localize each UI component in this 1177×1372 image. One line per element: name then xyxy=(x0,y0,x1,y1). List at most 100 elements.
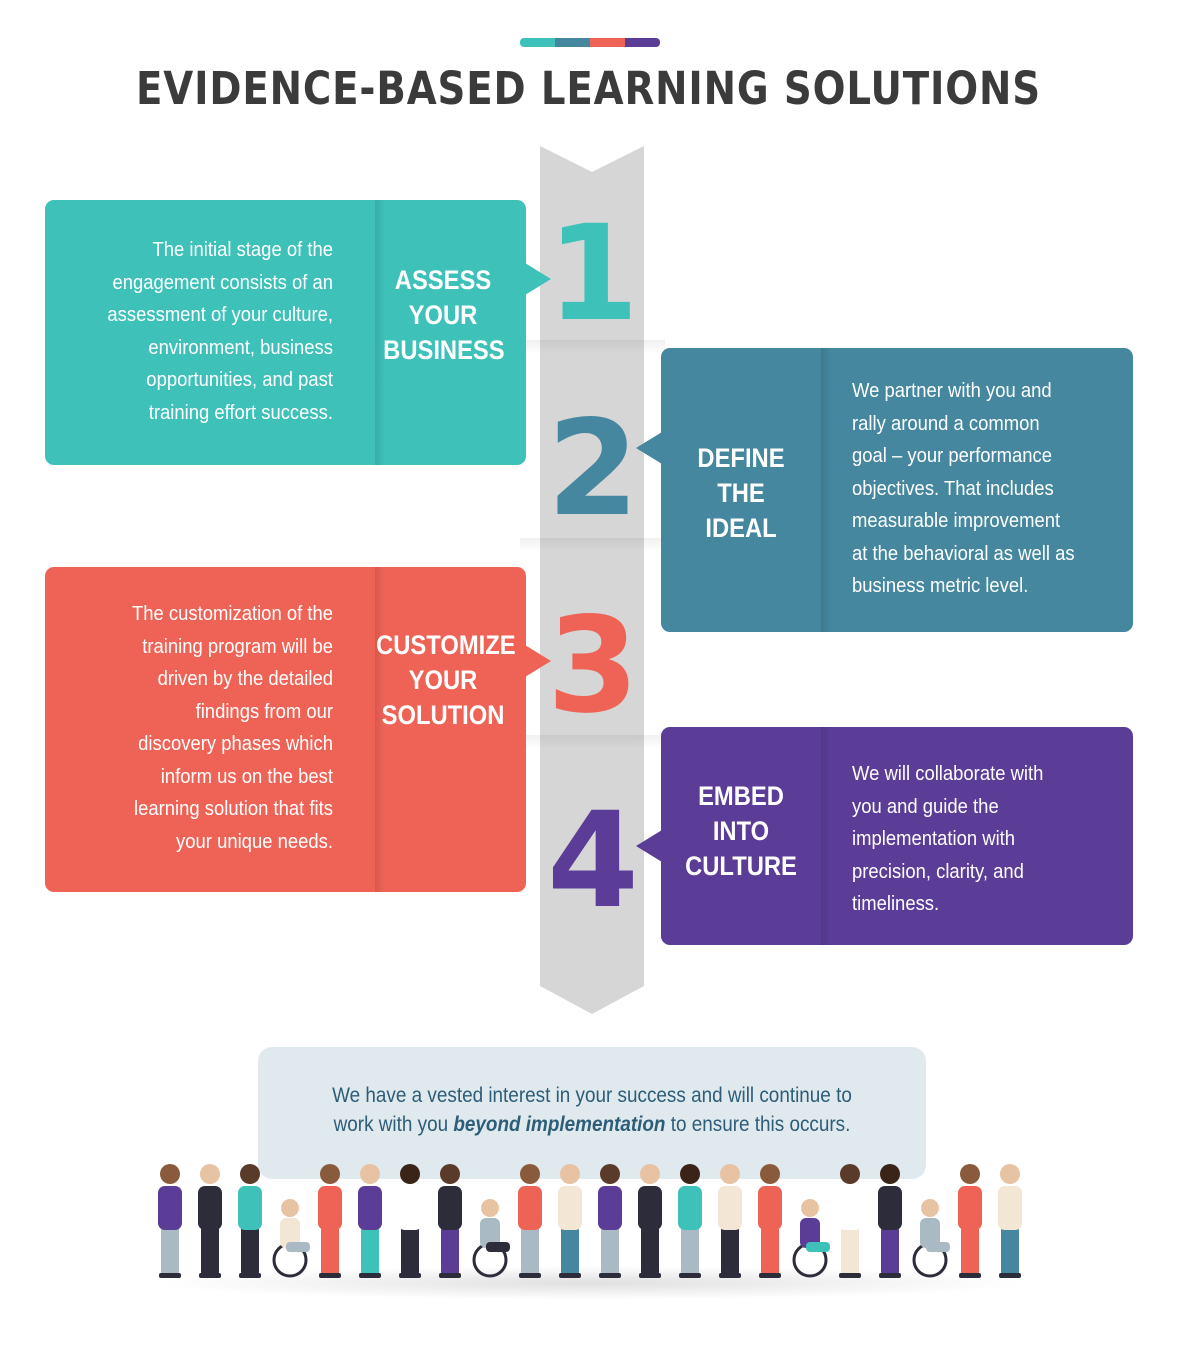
desc-line: goal – your performance xyxy=(852,444,1052,467)
crowd-person xyxy=(358,1164,382,1278)
desc-line: findings from our xyxy=(195,699,333,723)
step-3-pointer xyxy=(525,645,551,677)
step-1-label: ASSESS YOUR BUSINESS xyxy=(383,263,505,368)
label-line: DEFINE xyxy=(697,443,785,473)
desc-line: objectives. That includes xyxy=(852,476,1054,500)
footer-emphasis: beyond implementation xyxy=(453,1113,666,1136)
desc-line: inform us on the best xyxy=(160,764,333,788)
footer-line-2: work with you beyond implementation to e… xyxy=(291,1110,892,1139)
step-3-description: The customization of the training progra… xyxy=(63,598,333,858)
crowd-person xyxy=(472,1199,510,1278)
spine-shadow-1 xyxy=(520,340,665,354)
card-divider xyxy=(821,727,831,945)
desc-line: environment, business xyxy=(148,335,333,359)
page-title: EVIDENCE-BASED LEARNING SOLUTIONS xyxy=(135,62,1042,115)
step-1-pointer xyxy=(525,263,551,295)
desc-line: discovery phases which xyxy=(138,732,333,755)
crowd-person xyxy=(558,1164,582,1278)
crowd-person xyxy=(398,1164,422,1278)
desc-line: opportunities, and past xyxy=(146,368,333,391)
desc-line: implementation with xyxy=(852,827,1016,850)
step-2-label: DEFINE THE IDEAL xyxy=(679,441,802,546)
spine-shadow-2 xyxy=(520,538,665,552)
accent-segment-blue xyxy=(555,38,590,47)
label-line: ASSESS xyxy=(394,265,492,295)
desc-line: at the behavioral as well as xyxy=(852,541,1075,565)
label-line: BUSINESS xyxy=(383,335,505,365)
step-card-define: DEFINE THE IDEAL We partner with you and… xyxy=(661,348,1133,632)
desc-line: learning solution that fits xyxy=(134,797,333,820)
label-line: CULTURE xyxy=(685,851,797,881)
desc-line: We partner with you and xyxy=(852,379,1052,402)
accent-segment-teal xyxy=(520,38,555,47)
footer-line-2-start: work with you xyxy=(333,1113,454,1136)
crowd-person xyxy=(958,1164,982,1278)
desc-line: you and guide the xyxy=(852,794,999,818)
crowd-person xyxy=(878,1164,902,1278)
desc-line: measurable improvement xyxy=(852,509,1061,532)
crowd-person xyxy=(238,1164,262,1278)
crowd-person xyxy=(198,1164,222,1278)
diverse-people-crowd-icon xyxy=(158,1164,1022,1278)
step-4-pointer xyxy=(636,830,662,862)
step-card-assess: The initial stage of the engagement cons… xyxy=(45,200,526,465)
label-line: EMBED xyxy=(698,781,784,811)
label-line: THE IDEAL xyxy=(705,478,777,543)
label-line: SOLUTION xyxy=(381,700,505,730)
desc-line: business metric level. xyxy=(852,574,1029,597)
crowd-person xyxy=(838,1164,862,1278)
desc-line: driven by the detailed xyxy=(157,667,333,690)
crowd-person xyxy=(272,1199,310,1278)
accent-segment-purple xyxy=(625,38,660,47)
crowd-person xyxy=(912,1199,950,1278)
crowd-person xyxy=(598,1164,622,1278)
label-line: YOUR xyxy=(408,300,478,330)
step-2-description: We partner with you and rally around a c… xyxy=(852,375,1113,603)
crowd-person xyxy=(158,1164,182,1278)
step-4-description: We will collaborate with you and guide t… xyxy=(852,758,1113,921)
footer-message-box: We have a vested interest in your succes… xyxy=(258,1047,926,1179)
desc-line: precision, clarity, and xyxy=(852,859,1024,883)
footer-message: We have a vested interest in your succes… xyxy=(291,1081,892,1139)
card-divider xyxy=(821,348,831,632)
desc-line: training effort success. xyxy=(148,400,333,424)
label-line: CUSTOMIZE xyxy=(376,630,516,660)
crowd-person xyxy=(998,1164,1022,1278)
desc-line: The initial stage of the xyxy=(152,238,333,261)
step-number-2: 2 xyxy=(547,392,639,546)
card-divider xyxy=(375,567,385,892)
step-number-4: 4 xyxy=(547,784,639,938)
step-card-embed: EMBED INTO CULTURE We will collaborate w… xyxy=(661,727,1133,945)
desc-line: assessment of your culture, xyxy=(107,303,333,326)
label-line: INTO xyxy=(712,816,770,846)
crowd-person xyxy=(638,1164,662,1278)
desc-line: your unique needs. xyxy=(176,829,333,853)
crowd-person xyxy=(792,1199,830,1278)
desc-line: The customization of the xyxy=(131,602,333,625)
desc-line: timeliness. xyxy=(852,892,940,915)
card-divider xyxy=(375,200,385,465)
step-3-label: CUSTOMIZE YOUR SOLUTION xyxy=(376,628,516,733)
desc-line: rally around a common xyxy=(852,411,1040,435)
label-line: YOUR xyxy=(408,665,478,695)
accent-segment-coral xyxy=(590,38,625,47)
crowd-person xyxy=(718,1164,742,1278)
crowd-person xyxy=(678,1164,702,1278)
process-spine-arrow xyxy=(540,146,644,1014)
accent-color-bar xyxy=(520,38,660,47)
desc-line: engagement consists of an xyxy=(112,270,333,294)
step-2-pointer xyxy=(636,432,662,464)
step-1-description: The initial stage of the engagement cons… xyxy=(63,234,333,429)
crowd-person xyxy=(318,1164,342,1278)
footer-line-1: We have a vested interest in your succes… xyxy=(332,1084,852,1107)
step-number-1: 1 xyxy=(547,197,639,351)
spine-shadow-3 xyxy=(520,735,665,749)
footer-line-2-end: to ensure this occurs. xyxy=(665,1113,851,1136)
step-4-label: EMBED INTO CULTURE xyxy=(679,779,802,884)
step-card-customize: The customization of the training progra… xyxy=(45,567,526,892)
step-number-3: 3 xyxy=(547,589,639,743)
crowd-person xyxy=(438,1164,462,1278)
desc-line: training program will be xyxy=(142,634,333,658)
crowd-person xyxy=(758,1164,782,1278)
crowd-person xyxy=(518,1164,542,1278)
